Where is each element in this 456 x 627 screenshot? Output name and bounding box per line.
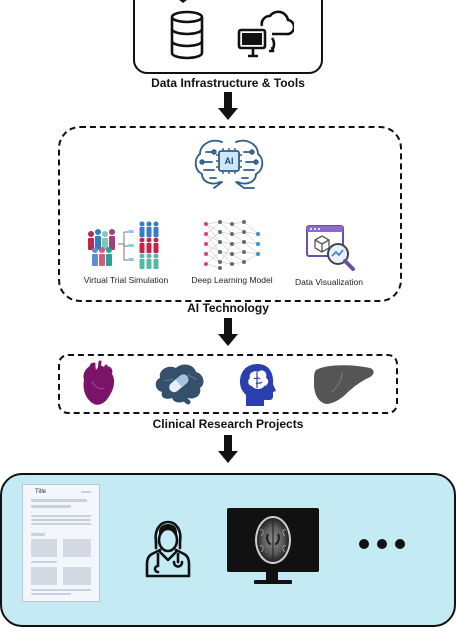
deep-learning-caption: Deep Learning Model: [191, 275, 273, 285]
brain-drug-icon: [155, 364, 204, 405]
down-arrow-icon: [218, 92, 238, 120]
head-brain-icon: [240, 364, 276, 406]
ai-brain-chip-icon: [194, 139, 264, 189]
down-arrow-icon: [218, 435, 238, 463]
doctor-icon: [145, 520, 191, 578]
database-icon: [170, 10, 204, 60]
liver-icon: [314, 365, 374, 404]
paper-title: Title: [35, 489, 47, 495]
neural-network-icon: [204, 220, 260, 270]
data-visualization-icon: [306, 225, 355, 271]
ai-technology-label: AI Technology: [187, 301, 269, 315]
down-arrow-icon: [218, 318, 238, 346]
monitor-stand: [266, 572, 278, 582]
ai-chip-label: AI: [224, 156, 234, 166]
data-visualization-caption: Data Visualization: [295, 277, 363, 287]
population-groups-icon: [88, 221, 159, 269]
infrastructure-label: Data Infrastructure & Tools: [151, 76, 305, 90]
infrastructure-box: [133, 0, 323, 74]
heart-icon: [83, 360, 115, 405]
brain-mri-image: [255, 516, 291, 564]
virtual-trial-caption: Virtual Trial Simulation: [83, 275, 169, 285]
cloud-computer-icon: [237, 10, 294, 58]
document-icon: Title: [22, 484, 100, 602]
ellipsis-icon: [359, 539, 405, 549]
clinical-research-label: Clinical Research Projects: [152, 417, 304, 431]
lock-icon: [179, 0, 187, 3]
monitor-base: [254, 580, 292, 584]
